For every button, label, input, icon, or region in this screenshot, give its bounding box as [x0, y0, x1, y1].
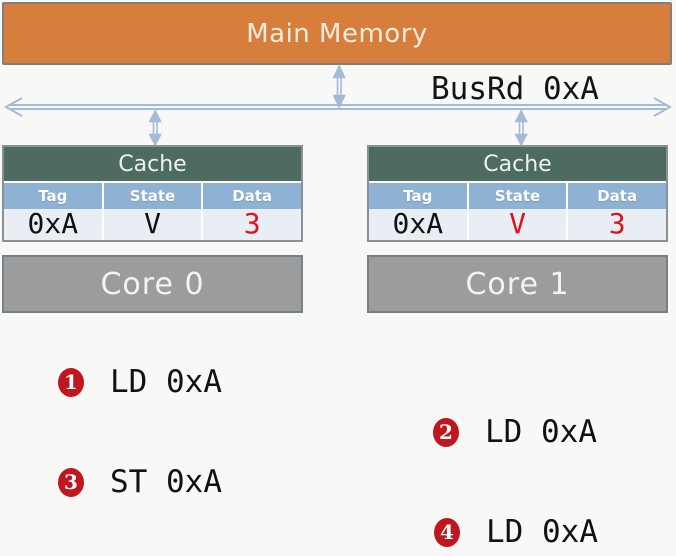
step-4: 4 LD 0xA [434, 514, 598, 550]
cache1-col-state: State [466, 183, 567, 209]
cache0-column-headers: Tag State Data [4, 181, 301, 209]
cache0-entry-row: 0xA V 3 [4, 209, 301, 240]
memory-bus-connector-icon [332, 64, 346, 109]
core0-label: Core 0 [100, 266, 205, 302]
step-1: 1 LD 0xA [58, 364, 222, 400]
cache1-column-headers: Tag State Data [369, 181, 666, 209]
step-2-operation: LD 0xA [485, 414, 597, 450]
core1-box: Core 1 [367, 255, 668, 313]
cache1-col-tag: Tag [403, 187, 433, 205]
step-2-number-badge: 2 [433, 417, 459, 447]
step-3: 3 ST 0xA [58, 464, 222, 500]
cache1-box: Cache Tag State Data 0xA V 3 [367, 145, 668, 242]
cache0-col-state: State [101, 183, 202, 209]
cache0-bus-connector-icon [148, 109, 162, 147]
cache1-state-value: V [466, 209, 567, 240]
cache1-title: Cache [369, 147, 666, 181]
core1-label: Core 1 [465, 266, 570, 302]
cache0-state-value: V [101, 209, 202, 240]
main-memory-box: Main Memory [2, 2, 672, 65]
main-memory-label: Main Memory [246, 18, 428, 49]
bus-transaction-label: BusRd 0xA [431, 71, 599, 107]
step-4-number-badge: 4 [434, 517, 460, 547]
step-1-number-badge: 1 [58, 367, 84, 397]
cache1-col-data: Data [566, 183, 666, 209]
cache0-data-value: 3 [201, 209, 301, 240]
cache0-title: Cache [4, 147, 301, 181]
cache0-col-tag: Tag [38, 187, 68, 205]
cache0-col-data: Data [201, 183, 301, 209]
core0-box: Core 0 [2, 255, 303, 313]
step-2: 2 LD 0xA [433, 414, 597, 450]
cache0-box: Cache Tag State Data 0xA V 3 [2, 145, 303, 242]
cache0-tag-value: 0xA [27, 207, 79, 240]
cache1-bus-connector-icon [514, 109, 528, 147]
cache1-tag-value: 0xA [392, 207, 444, 240]
cache1-data-value: 3 [566, 209, 666, 240]
step-3-number-badge: 3 [58, 467, 84, 497]
cache1-entry-row: 0xA V 3 [369, 209, 666, 240]
step-1-operation: LD 0xA [110, 364, 222, 400]
step-4-operation: LD 0xA [486, 514, 598, 550]
step-3-operation: ST 0xA [110, 464, 222, 500]
